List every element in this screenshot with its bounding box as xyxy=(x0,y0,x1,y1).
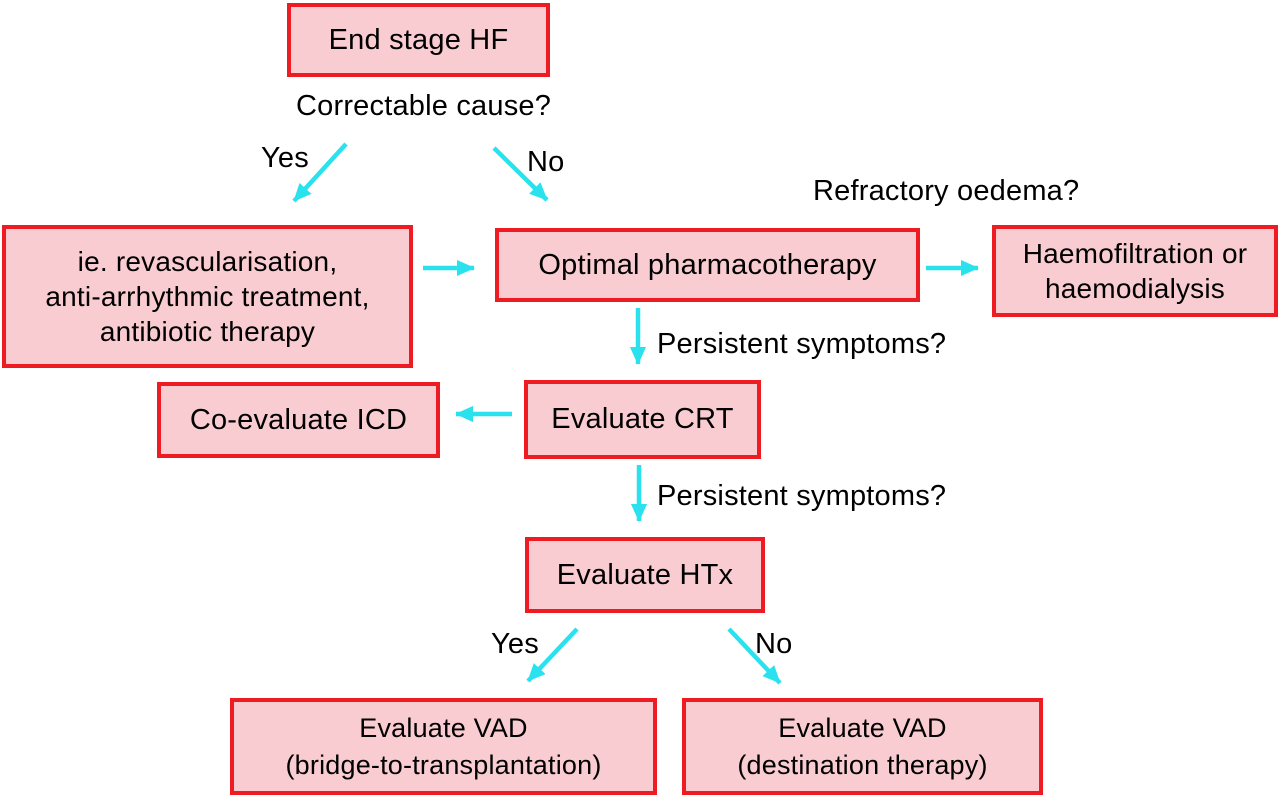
label-persistent-symptoms-2: Persistent symptoms? xyxy=(657,480,947,512)
node-label-line: ie. revascularisation, xyxy=(77,246,338,277)
label-yes-top: Yes xyxy=(261,142,309,174)
node-label-line: Evaluate VAD xyxy=(359,712,528,743)
label-persistent-symptoms-1: Persistent symptoms? xyxy=(657,328,947,360)
node-label-line: Evaluate VAD xyxy=(778,712,947,743)
label-correctable-cause: Correctable cause? xyxy=(296,90,552,122)
label-yes-bottom: Yes xyxy=(491,628,539,660)
node-label-line: anti-arrhythmic treatment, xyxy=(45,281,370,312)
node-label-line: antibiotic therapy xyxy=(99,316,316,347)
node-label-line: Haemofiltration or xyxy=(1022,238,1248,269)
node-vad-destination: Evaluate VAD (destination therapy) xyxy=(682,698,1043,795)
label-refractory-oedema: Refractory oedema? xyxy=(813,175,1080,207)
node-vad-bridge: Evaluate VAD (bridge-to-transplantation) xyxy=(230,698,657,795)
node-revascularisation: ie. revascularisation, anti-arrhythmic t… xyxy=(2,225,413,368)
node-haemofiltration: Haemofiltration or haemodialysis xyxy=(992,225,1278,317)
node-label-line: haemodialysis xyxy=(1044,273,1226,304)
node-label-line: (bridge-to-transplantation) xyxy=(285,749,602,780)
node-evaluate-htx: Evaluate HTx xyxy=(525,537,765,613)
node-label: Evaluate CRT xyxy=(551,403,734,435)
node-label: Evaluate HTx xyxy=(556,558,734,591)
node-label: End stage HF xyxy=(328,23,509,56)
label-no-top: No xyxy=(527,146,565,178)
node-co-evaluate-icd: Co-evaluate ICD xyxy=(157,382,440,458)
node-end-stage-hf: End stage HF xyxy=(287,3,550,77)
label-no-bottom: No xyxy=(755,628,793,660)
node-label: Co-evaluate ICD xyxy=(189,403,408,436)
node-label-line: (destination therapy) xyxy=(737,749,988,780)
node-evaluate-crt: Evaluate CRT xyxy=(524,380,761,459)
node-optimal-pharmacotherapy: Optimal pharmacotherapy xyxy=(495,228,920,302)
node-label: Optimal pharmacotherapy xyxy=(538,248,877,281)
